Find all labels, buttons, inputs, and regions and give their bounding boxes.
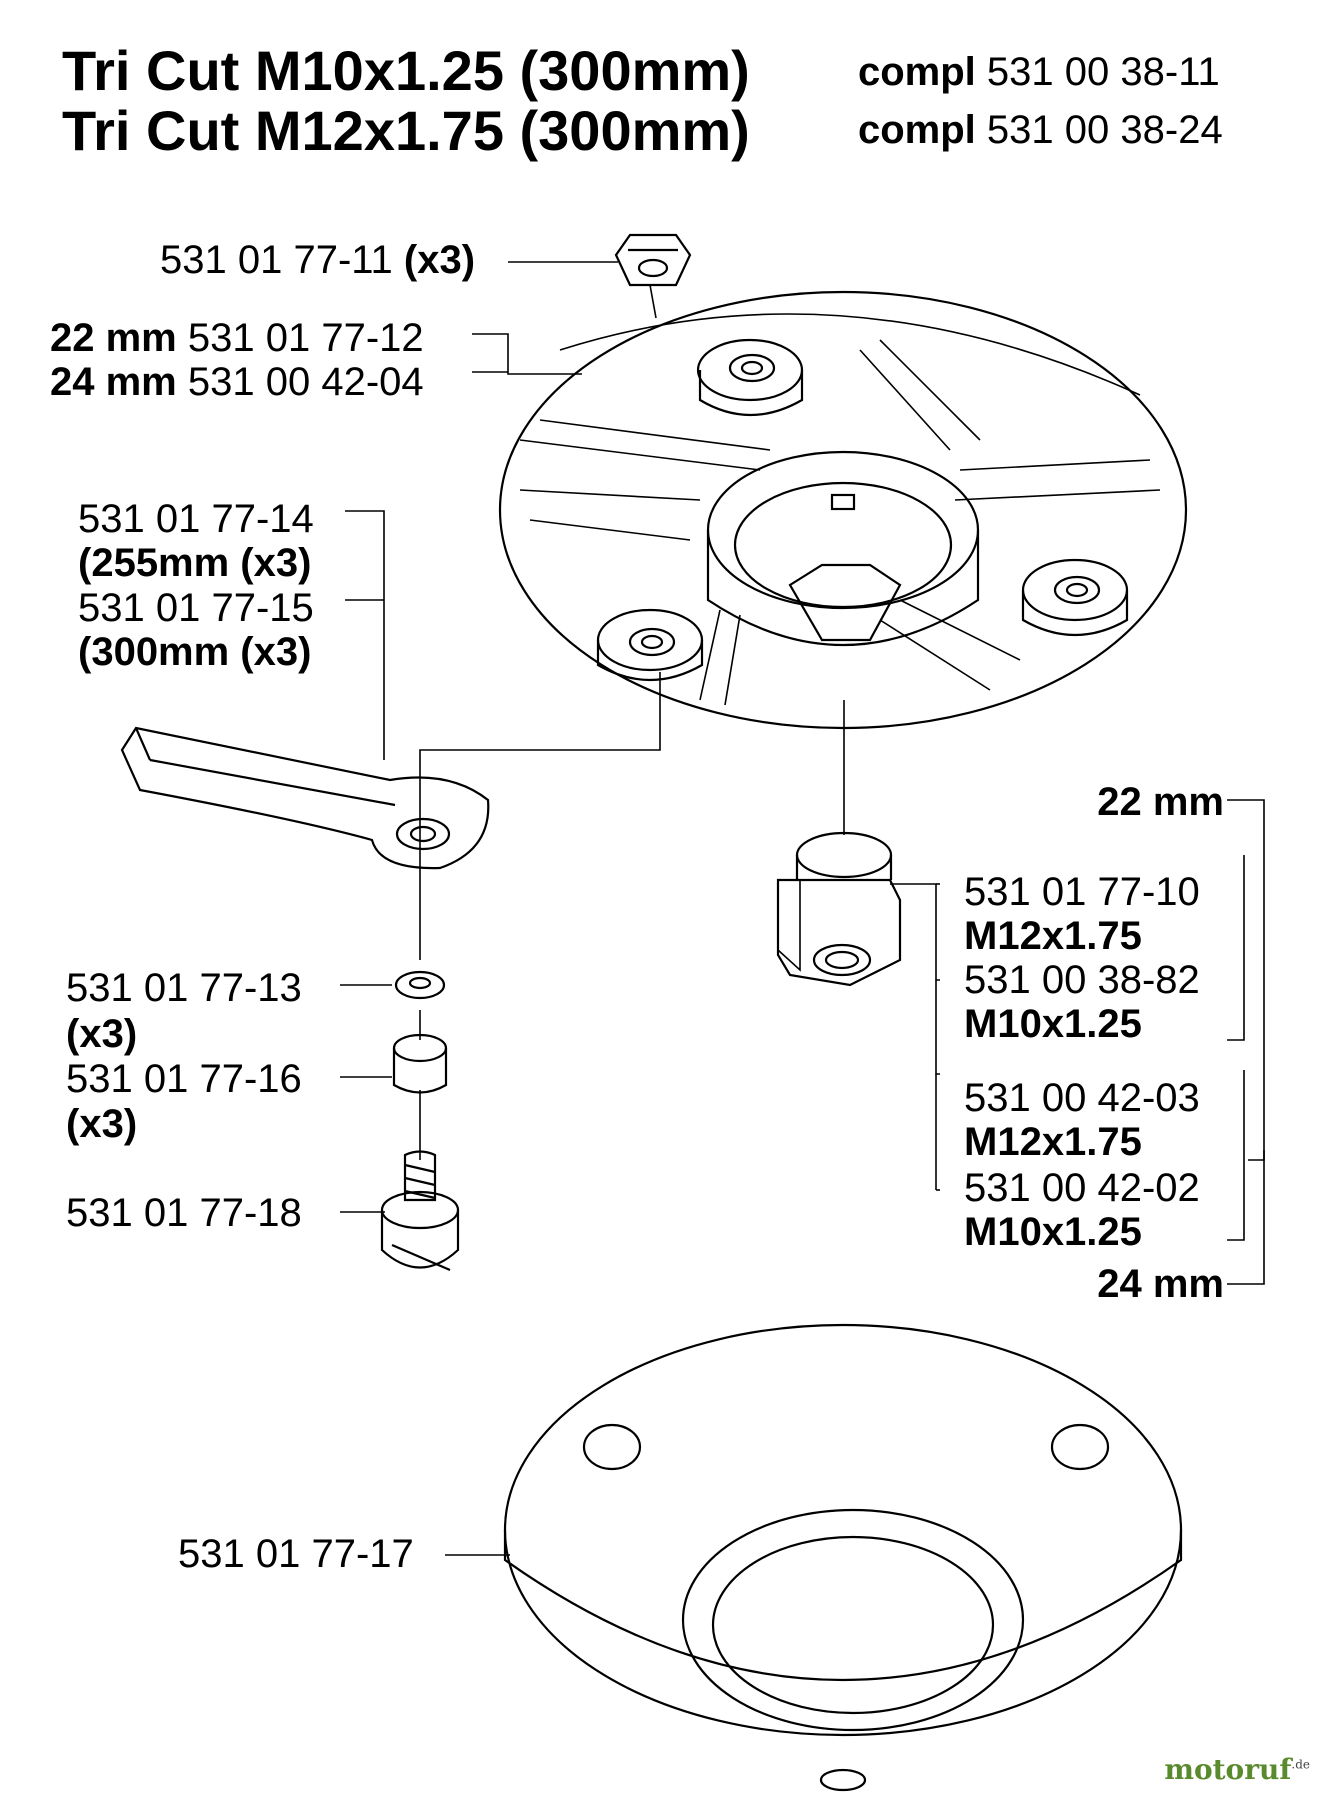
label-blade-300-spec: (300mm (x3) — [78, 630, 312, 674]
part-number: 531 01 77-12 — [187, 316, 424, 360]
label-lower-disc-number: 531 01 77-17 — [178, 1532, 414, 1576]
label-lock-nut: 531 01 77-11 (x3) — [160, 238, 475, 282]
screw — [380, 1150, 460, 1272]
compl-number-2: compl 531 00 38-24 — [858, 108, 1223, 152]
compl-word: compl — [858, 50, 976, 94]
leader-lines — [340, 261, 1265, 1556]
label-nut-4-number: 531 00 42-02 — [964, 1166, 1200, 1210]
label-blade-300-number: 531 01 77-15 — [78, 586, 314, 630]
label-nut-4-thread: M10x1.25 — [964, 1210, 1142, 1254]
watermark-logo: motoruf.de — [1164, 1753, 1310, 1786]
label-nut-1-thread: M12x1.75 — [964, 914, 1142, 958]
label-disc-24mm: 24 mm 531 00 42-04 — [50, 360, 424, 404]
title-line-1: Tri Cut M10x1.25 (300mm) — [62, 39, 750, 102]
label-blade-255-number: 531 01 77-14 — [78, 497, 314, 541]
quantity: (x3) — [403, 238, 476, 282]
sleeve — [392, 1033, 448, 1094]
label-screw-number: 531 01 77-18 — [66, 1191, 302, 1235]
label-nut-2-thread: M10x1.25 — [964, 1002, 1142, 1046]
compl-part-number: 531 00 38-11 — [986, 50, 1220, 94]
label-size-24mm: 24 mm — [1097, 1262, 1224, 1306]
compl-word: compl — [858, 108, 976, 152]
upper-disc — [498, 290, 1188, 730]
size: 22 mm — [50, 316, 177, 360]
size: 24 mm — [50, 360, 177, 404]
line-holder-left — [596, 608, 704, 681]
watermark-tld: .de — [1291, 1757, 1310, 1772]
part-number: 531 00 42-04 — [187, 360, 424, 404]
part-number: 531 01 77-11 — [160, 238, 393, 282]
line-holder-right — [1021, 558, 1129, 636]
bushing — [394, 970, 446, 1000]
label-nut-3-number: 531 00 42-03 — [964, 1076, 1200, 1120]
compl-part-number: 531 00 38-24 — [986, 108, 1223, 152]
label-size-22mm: 22 mm — [1097, 780, 1224, 824]
line-holder-top — [696, 338, 804, 416]
lower-disc — [503, 1323, 1183, 1792]
lock-nut-top — [614, 233, 692, 287]
label-nut-2-number: 531 00 38-82 — [964, 958, 1200, 1002]
title-line-2: Tri Cut M12x1.75 (300mm) — [62, 99, 750, 162]
label-nut-3-thread: M12x1.75 — [964, 1120, 1142, 1164]
cutting-blade — [120, 726, 490, 870]
watermark-brand: motoruf — [1164, 1753, 1292, 1786]
label-sleeve-qty: (x3) — [66, 1102, 138, 1146]
label-nut-1-number: 531 01 77-10 — [964, 870, 1200, 914]
center-nut — [776, 831, 902, 987]
label-sleeve-number: 531 01 77-16 — [66, 1057, 302, 1101]
label-bushing-number: 531 01 77-13 — [66, 966, 302, 1010]
label-blade-255-spec: (255mm (x3) — [78, 541, 312, 585]
label-disc-22mm: 22 mm 531 01 77-12 — [50, 316, 424, 360]
label-bushing-qty: (x3) — [66, 1012, 138, 1056]
compl-number-1: compl 531 00 38-11 — [858, 50, 1220, 94]
